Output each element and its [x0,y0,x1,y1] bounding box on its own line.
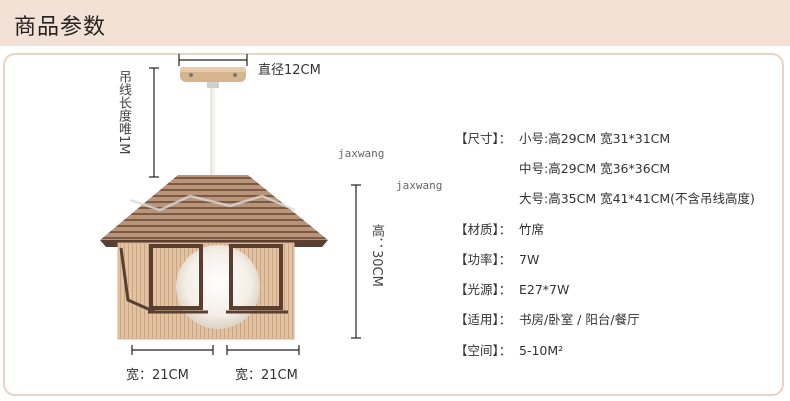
spec-label: 【功率】： [455,252,512,267]
spec-value: 5-10M² [519,343,564,358]
spec-row-power: 【功率】： 7W [455,249,539,268]
cord-length-dimension-line [149,67,159,178]
spec-row-light-source: 【光源】： E27*7W [455,279,569,298]
spec-value: 竹席 [519,222,545,237]
spec-label: 【光源】： [455,282,512,297]
diameter-label: 直径12CM [258,63,321,78]
spec-value: 大号:高35CM 宽41*41CM(不含吊线高度) [519,191,755,206]
lamp-body [117,242,295,340]
spec-value: 中号:高29CM 宽36*36CM [519,161,671,176]
product-card [3,53,784,396]
spec-row-size-large: 大号:高35CM 宽41*41CM(不含吊线高度) [455,188,755,207]
cord-length-label: 吊线长度唯1M [116,70,131,155]
spec-value: 书房/卧室 / 阳台/餐厅 [519,312,640,327]
spec-row-usage: 【适用】： 书房/卧室 / 阳台/餐厅 [455,309,640,328]
ceiling-canopy [180,67,246,88]
spec-row-material: 【材质】： 竹席 [455,219,544,238]
width-label-left: 宽：21CM [126,368,189,383]
spec-label: 【空间】： [455,343,512,358]
lamp-roof [100,175,328,247]
spec-value: 7W [519,252,540,267]
height-label: 高：30CM [369,224,384,287]
section-title: 商品参数 [14,15,107,40]
section-header: 商品参数 [0,0,790,46]
width-label-right: 宽：21CM [235,368,298,383]
spec-label: 【材质】： [455,222,512,237]
spec-label: 【适用】： [455,312,512,327]
watermark: jaxwang [338,147,385,160]
width-dimension-line-left [131,345,214,355]
spec-row-space: 【空间】： 5-10M² [455,340,563,359]
spec-row-size-medium: 中号:高29CM 宽36*36CM [455,158,670,177]
spec-value: 小号:高29CM 宽31*31CM [519,131,671,146]
diameter-dimension-line [178,54,248,66]
spec-label: 【尺寸】： [455,131,512,146]
width-dimension-line-right [226,345,300,355]
watermark: jaxwang [396,179,443,192]
height-dimension-line [351,184,361,339]
spec-row-size: 【尺寸】： 小号:高29CM 宽31*31CM [455,128,670,147]
spec-value: E27*7W [519,282,570,297]
